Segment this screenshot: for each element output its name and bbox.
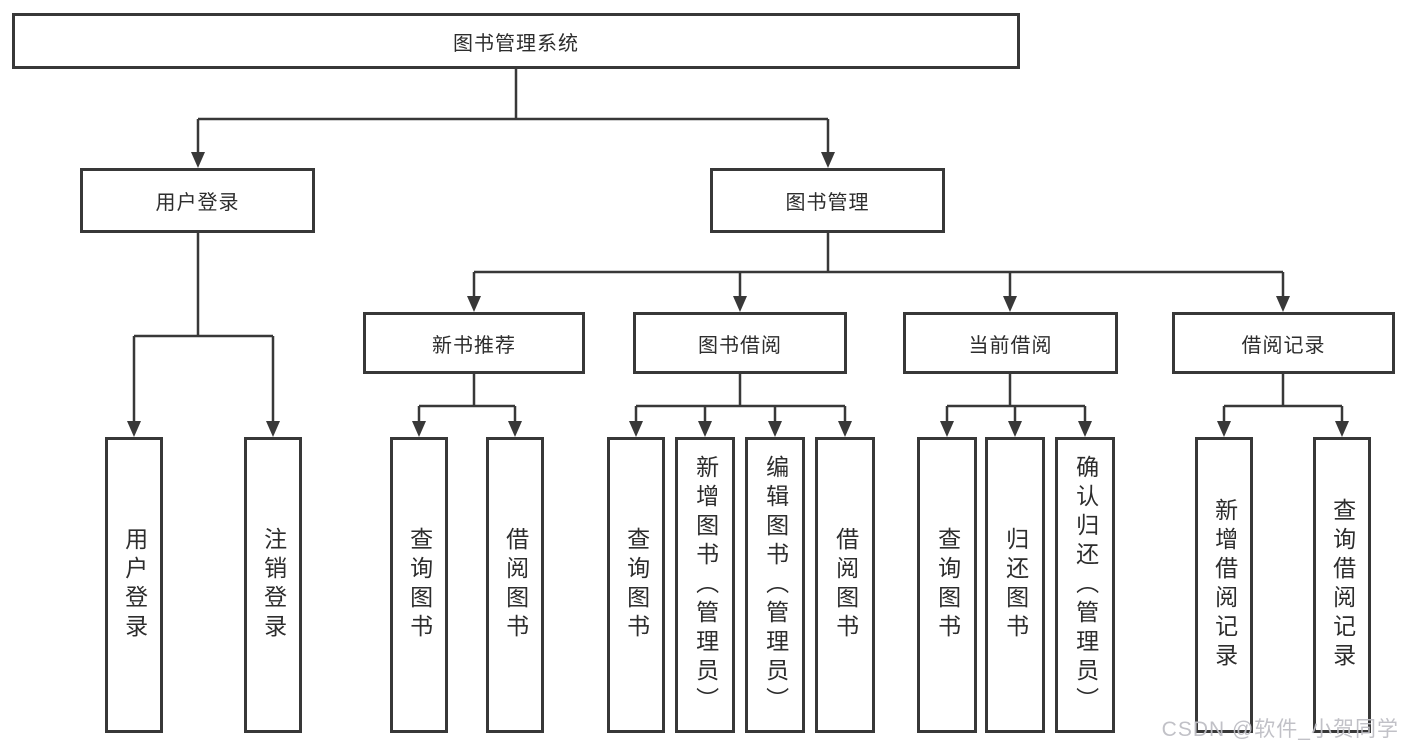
leaf-return-books: 归还图书 [985,437,1045,733]
leaf-recommend-borrow-books-label: 借阅图书 [502,527,529,643]
arrowhead-icons [127,152,1349,437]
leaf-user-login: 用户登录 [105,437,163,733]
node-user-login: 用户登录 [80,168,315,233]
leaf-add-borrow-record: 新增借阅记录 [1195,437,1253,733]
node-new-book-recommend: 新书推荐 [363,312,585,374]
leaf-recommend-query-books-label: 查询图书 [406,527,433,643]
node-new-book-recommend-label: 新书推荐 [432,334,516,357]
node-borrow-records: 借阅记录 [1172,312,1395,374]
leaf-confirm-return-admin-label: 确认归还（管理员） [1072,454,1099,716]
leaf-user-login-label: 用户登录 [121,527,148,643]
node-current-borrow: 当前借阅 [903,312,1118,374]
node-borrow-records-label: 借阅记录 [1241,334,1326,357]
leaf-edit-book-admin: 编辑图书（管理员） [745,437,805,733]
leaf-current-query-books-label: 查询图书 [934,527,961,643]
leaf-add-book-admin: 新增图书（管理员） [675,437,735,733]
leaf-edit-book-admin-label: 编辑图书（管理员） [762,454,789,716]
leaf-recommend-query-books: 查询图书 [390,437,448,733]
node-user-login-label: 用户登录 [155,192,240,214]
leaf-current-query-books: 查询图书 [917,437,977,733]
leaf-return-books-label: 归还图书 [1002,527,1029,643]
leaf-add-borrow-record-label: 新增借阅记录 [1211,498,1238,672]
leaf-borrow-query-books: 查询图书 [607,437,665,733]
node-book-management-label: 图书管理 [785,192,870,214]
watermark: CSDN @软件_小贺同学 [1161,718,1399,741]
leaf-confirm-return-admin: 确认归还（管理员） [1055,437,1115,733]
node-book-borrow: 图书借阅 [633,312,847,374]
leaf-borrow-books: 借阅图书 [815,437,875,733]
leaf-borrow-books-label: 借阅图书 [832,527,859,643]
leaf-add-book-admin-label: 新增图书（管理员） [692,454,719,716]
leaf-logout: 注销登录 [244,437,302,733]
root-node: 图书管理系统 [12,13,1020,69]
root-node-label: 图书管理系统 [453,32,579,55]
node-current-borrow-label: 当前借阅 [968,334,1053,357]
leaf-query-borrow-record: 查询借阅记录 [1313,437,1371,733]
leaf-logout-label: 注销登录 [260,527,287,643]
node-book-management: 图书管理 [710,168,945,233]
leaf-recommend-borrow-books: 借阅图书 [486,437,544,733]
leaf-query-borrow-record-label: 查询借阅记录 [1329,498,1356,672]
leaf-borrow-query-books-label: 查询图书 [623,527,650,643]
node-book-borrow-label: 图书借阅 [698,334,782,357]
